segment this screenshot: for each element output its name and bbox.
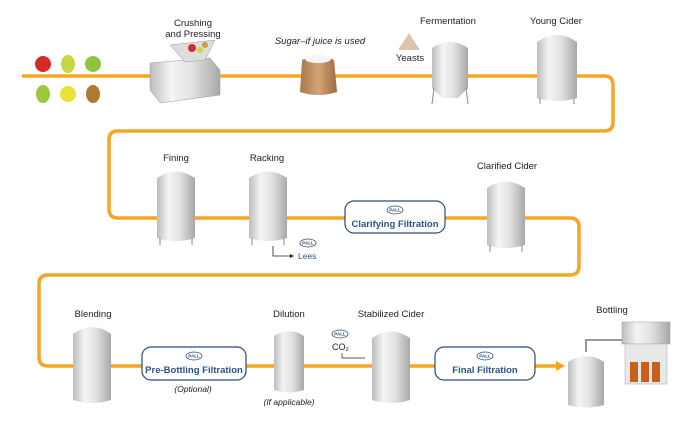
label-fining: Fining bbox=[163, 153, 189, 164]
label-yeasts: Yeasts bbox=[396, 53, 424, 64]
label-blending: Blending bbox=[75, 309, 112, 320]
pre-bottling-filtration-label: Pre-Bottling Filtration bbox=[145, 365, 243, 376]
co2-inlet-line-icon bbox=[341, 353, 365, 359]
lees-arrow-icon bbox=[272, 246, 290, 257]
label-lees: Lees bbox=[298, 251, 316, 261]
label-co2: CO₂ bbox=[332, 342, 350, 352]
pall-logo-text: PALL bbox=[188, 354, 200, 359]
label-clarified-cider: Clarified Cider bbox=[477, 161, 537, 172]
final-filtration-box: PALL Final Filtration bbox=[434, 346, 536, 381]
label-pressing: and Pressing bbox=[165, 29, 220, 40]
crusher-press-icon bbox=[149, 39, 221, 104]
blending-tank-icon bbox=[73, 327, 111, 403]
final-filtration-label: Final Filtration bbox=[452, 365, 518, 376]
apples-pears-icon bbox=[35, 55, 101, 103]
pall-logo-text: PALL bbox=[389, 208, 401, 213]
label-crushing: Crushing bbox=[174, 18, 212, 29]
process-pipe bbox=[22, 74, 615, 368]
racking-tank-icon bbox=[249, 171, 287, 245]
label-bottling: Bottling bbox=[596, 305, 628, 316]
fining-tank-icon bbox=[157, 171, 195, 245]
bottling-machine-icon bbox=[568, 321, 671, 408]
label-dilution: Dilution bbox=[273, 309, 305, 320]
sugar-sack-icon bbox=[300, 56, 337, 95]
pre-bottling-filtration-box: PALL Pre-Bottling Filtration bbox=[141, 346, 247, 381]
label-if-applicable: (If applicable) bbox=[263, 397, 314, 407]
stabilized-cider-tank-icon bbox=[372, 331, 410, 403]
pall-logo-text: PALL bbox=[479, 354, 491, 359]
label-young-cider: Young Cider bbox=[530, 16, 582, 27]
fermentation-tank-icon bbox=[431, 42, 469, 105]
yeast-pile-icon bbox=[398, 33, 420, 50]
label-fermentation: Fermentation bbox=[420, 16, 476, 27]
label-racking: Racking bbox=[250, 153, 284, 164]
pall-logo bbox=[299, 238, 317, 248]
label-sugar: Sugar–if juice is used bbox=[275, 36, 366, 47]
clarifying-filtration-box: PALL Clarifying Filtration bbox=[344, 200, 446, 234]
dilution-tank-icon bbox=[274, 331, 304, 393]
pall-logo-text: PALL bbox=[334, 332, 346, 337]
flow-arrow-icon bbox=[556, 361, 565, 371]
pall-logo bbox=[331, 329, 349, 339]
label-stabilized-cider: Stabilized Cider bbox=[358, 309, 425, 320]
label-optional: (Optional) bbox=[174, 384, 211, 394]
clarified-cider-tank-icon bbox=[487, 181, 525, 252]
young-cider-tank-icon bbox=[537, 35, 577, 104]
clarifying-filtration-label: Clarifying Filtration bbox=[351, 219, 438, 230]
pall-logo-text: PALL bbox=[302, 241, 314, 246]
